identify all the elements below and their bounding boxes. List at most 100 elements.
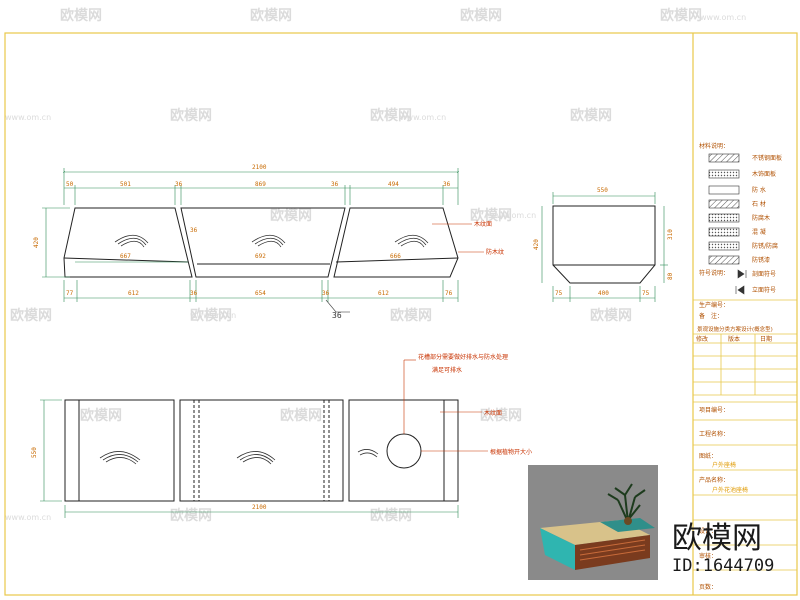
dim-top: 36 — [331, 181, 339, 188]
plan-block-2 — [179, 399, 344, 502]
swatch-icon — [708, 153, 740, 163]
drawing-value: 户外座椅 — [712, 461, 736, 469]
dim-bottom: 36 — [322, 290, 330, 297]
symbol-item: 剖面符号 — [752, 270, 776, 278]
drainage-note: 花槽部分需要做好排水与防水处理 — [418, 353, 508, 361]
wood-grain-icon — [114, 234, 149, 248]
base-line — [63, 257, 189, 263]
render-plant-base — [624, 517, 632, 525]
label-wood-face: 木纹面 — [474, 220, 492, 228]
rev-header: 修改 — [696, 335, 708, 343]
material-item: 不锈钢面板 — [752, 154, 782, 162]
material-item: 混 凝 — [752, 228, 766, 236]
dim-top: 50 — [66, 181, 74, 188]
render-wood-lines — [579, 539, 646, 561]
watermark: 欧模网 — [60, 7, 102, 24]
wood-grain-icon — [394, 234, 429, 248]
project-name-label: 工程名称： — [699, 430, 729, 438]
seat-block-3 — [333, 207, 459, 278]
watermark-layer: 欧模网 欧模网 欧模网 欧模网 欧模网 欧模网 欧模网 欧模网 欧模网 欧模网 … — [5, 7, 746, 524]
section-symbol-icon — [737, 269, 747, 279]
rev-header: 版本 — [728, 335, 740, 343]
watermark-url: www.om.cn — [190, 311, 236, 320]
side-block — [552, 205, 656, 284]
watermark: 欧模网 — [170, 107, 212, 124]
plan-length: 2100 — [252, 504, 267, 511]
company-name: 景观设施分类方案设计(概念型) — [697, 325, 773, 333]
design-label: 设计： — [699, 527, 717, 535]
side-right-dim: 80 — [667, 272, 674, 280]
material-item: 防锈/防腐 — [752, 242, 778, 250]
side-height: 420 — [533, 239, 540, 250]
watermark: 欧模网 — [370, 507, 412, 524]
wood-grain-icon — [251, 234, 286, 248]
check-label: 审核： — [699, 552, 717, 560]
front-dimensions — [42, 168, 460, 313]
dim-top: 869 — [255, 181, 266, 188]
seat-block-2 — [180, 207, 346, 278]
label-base: 防木纹 — [486, 248, 504, 256]
drawing-label: 图纸： — [699, 452, 717, 460]
watermark-url: www.om.cn — [490, 211, 536, 220]
watermark-url: www.om.cn — [5, 113, 51, 122]
wood-grain-icon — [236, 451, 276, 465]
label-hole-size: 根据植物开大小 — [490, 448, 532, 456]
side-dimensions — [541, 192, 668, 302]
label-wood-face: 木纹面 — [484, 409, 502, 417]
seat-block-1 — [63, 207, 193, 278]
plan-view — [64, 399, 459, 502]
watermark: 欧模网 — [170, 507, 212, 524]
material-item: 防腐木 — [752, 214, 770, 222]
swatch-icon — [708, 185, 740, 195]
dim-top: 36 — [175, 181, 183, 188]
plan-dimensions — [40, 399, 459, 518]
dim-inner: 667 — [120, 253, 131, 260]
wood-grain-icon — [99, 451, 141, 465]
product-value: 户外花池座椅 — [712, 486, 748, 494]
base-line — [335, 257, 459, 263]
watermark: 欧模网 — [460, 7, 502, 24]
material-item: 防 水 — [752, 186, 766, 194]
dim-top: 501 — [120, 181, 131, 188]
title-block: 材料说明： 不锈钢面板 木饰面板 防 水 石 材 防腐木 混 凝 防锈/防腐 防… — [693, 142, 797, 591]
plan-block-3 — [348, 399, 459, 502]
plan-text: 2100 550 花槽部分需要做好排水与防水处理 满足可排水 木纹面 根据植物开… — [31, 353, 532, 511]
wood-grain-icon — [357, 449, 379, 458]
dim-bottom: 36 — [190, 290, 198, 297]
swatch-icon — [708, 227, 740, 237]
dim-bottom: 612 — [378, 290, 389, 297]
notes-title: 生产编号： — [699, 301, 729, 309]
render-planter-box — [600, 518, 655, 532]
dim-top: 494 — [388, 181, 399, 188]
dim-bottom: 612 — [128, 290, 139, 297]
watermark-url: www.om.cn — [700, 13, 746, 22]
swatch-icon — [708, 241, 740, 251]
watermark: 欧模网 — [470, 207, 512, 224]
material-item: 木饰面板 — [752, 170, 776, 178]
side-view — [552, 205, 656, 284]
symbol-item: 立面符号 — [752, 286, 776, 294]
watermark-url: www.om.cn — [400, 113, 446, 122]
side-right-dim: 310 — [667, 229, 674, 240]
plan-depth: 550 — [31, 447, 38, 458]
page-label: 页数： — [699, 583, 717, 591]
side-dim-text: 550 75 400 75 420 310 80 — [533, 187, 674, 297]
swatch-icon — [708, 199, 740, 209]
side-width: 550 — [597, 187, 608, 194]
side-bottom: 75 — [555, 290, 563, 297]
product-label: 产品名称： — [699, 476, 729, 484]
front-view — [63, 207, 459, 278]
render-bench-side — [540, 528, 575, 570]
project-no-label: 项目编号： — [699, 406, 729, 414]
dim-gap: 36 — [332, 311, 342, 320]
overall-length: 2100 — [252, 164, 267, 171]
render-thumbnail — [528, 465, 658, 580]
brand-logo-text: 欧模网 — [672, 521, 762, 556]
notes-label: 备 注： — [699, 312, 723, 320]
watermark: 欧模网 — [590, 307, 632, 324]
watermark: 欧模网 — [390, 307, 432, 324]
elevation-symbol-icon — [735, 285, 745, 295]
dim-inner: 666 — [390, 253, 401, 260]
drainage-note-2: 满足可排水 — [432, 366, 462, 374]
